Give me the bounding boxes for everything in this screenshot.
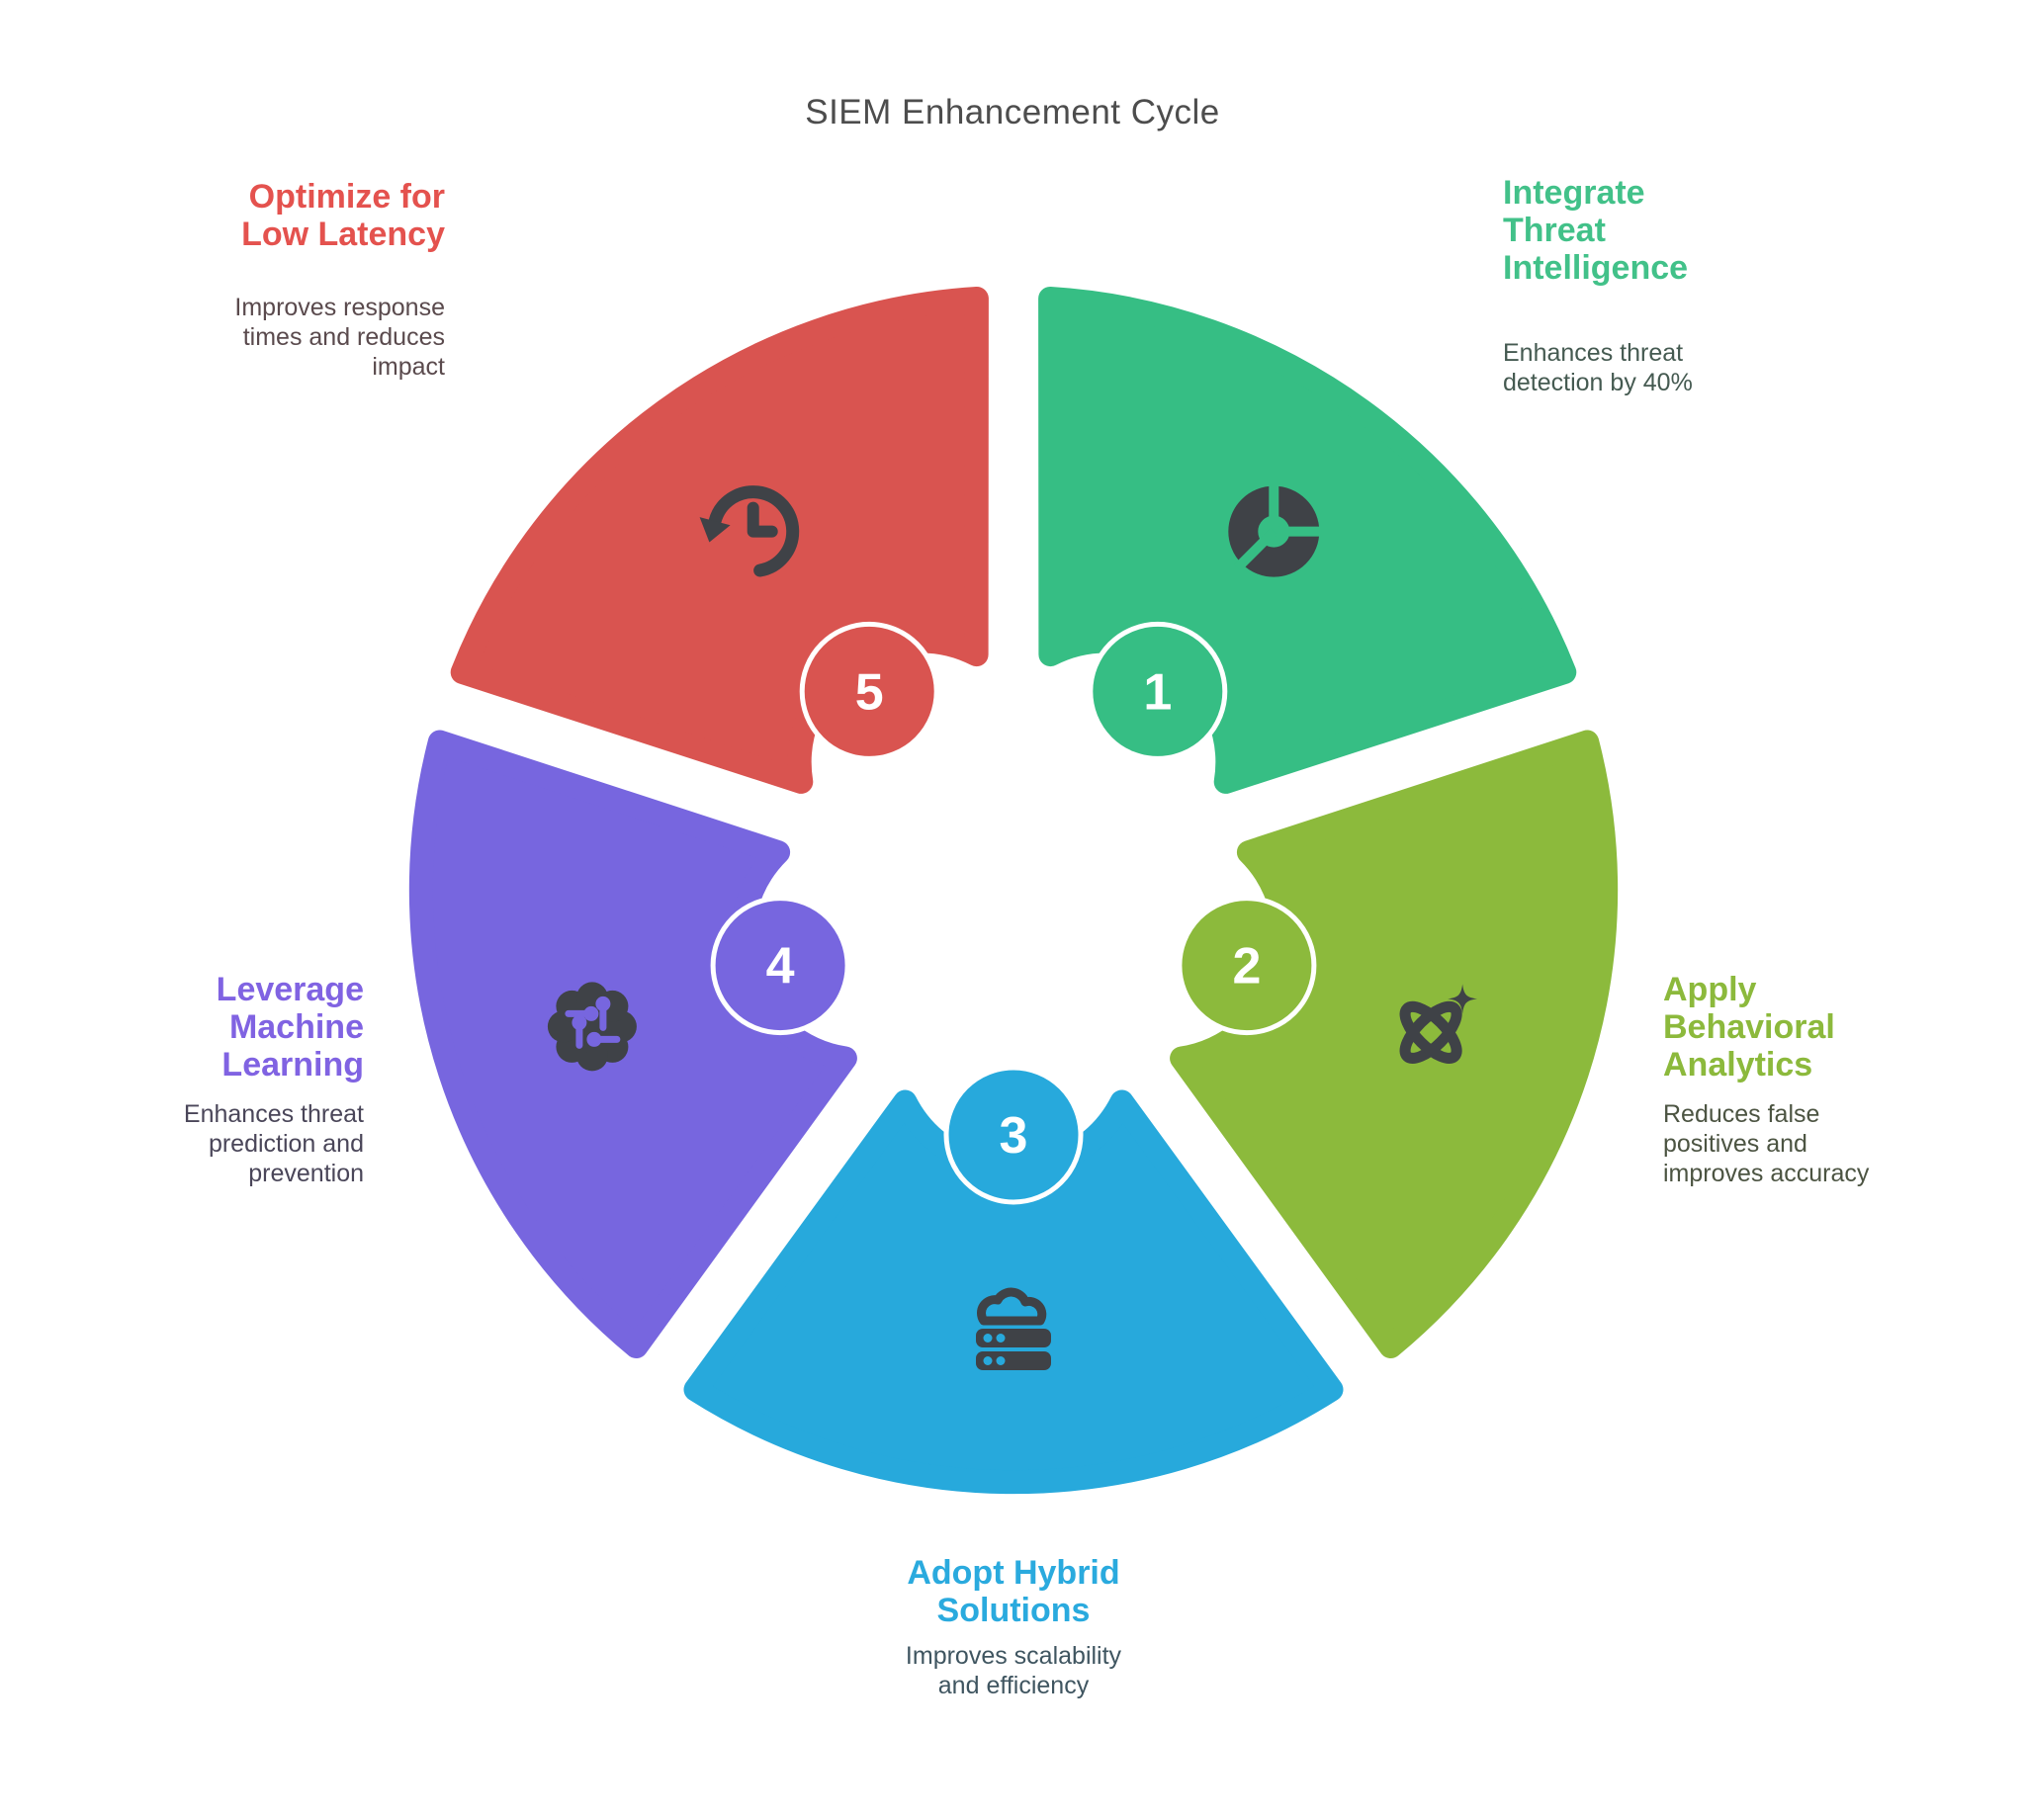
- segment-5-description: Improves response times and reduces impa…: [234, 294, 445, 381]
- history-clock-icon: [699, 485, 800, 577]
- donut-chart-icon: [1228, 479, 1326, 577]
- segment-5-number: 5: [855, 663, 884, 721]
- segment-5-number-badge: 5: [799, 621, 939, 761]
- segment-1-label-block: Integrate Threat Intelligence Enhances t…: [1503, 174, 1978, 397]
- segment-1-description: Enhances threat detection by 40%: [1503, 339, 1693, 396]
- segment-2-heading: Apply Behavioral Analytics: [1663, 971, 1835, 1083]
- segment-2-number-badge: 2: [1177, 896, 1317, 1036]
- segment-2-description: Reduces false positives and improves acc…: [1663, 1100, 1870, 1187]
- segment-2-label-block: Apply Behavioral Analytics Reduces false…: [1663, 971, 2025, 1188]
- orbit-sparkle-icon: [1399, 984, 1478, 1064]
- segment-1-number: 1: [1143, 663, 1172, 721]
- segment-2-number: 2: [1232, 938, 1261, 996]
- segment-3-number: 3: [1000, 1107, 1028, 1165]
- segment-3-label-block: Adopt Hybrid Solutions Improves scalabil…: [761, 1554, 1266, 1700]
- segment-4-description: Enhances threat prediction and preventio…: [183, 1100, 364, 1187]
- segment-5-label-block: Optimize for Low Latency Improves respon…: [0, 178, 445, 382]
- segment-3-heading: Adopt Hybrid Solutions: [907, 1554, 1120, 1629]
- segment-3-number-badge: 3: [943, 1065, 1084, 1205]
- brain-circuit-icon: [547, 982, 637, 1072]
- segment-3-description: Improves scalability and efficiency: [905, 1642, 1122, 1699]
- segment-4-heading: Leverage Machine Learning: [216, 971, 364, 1083]
- segment-4-number-badge: 4: [710, 896, 850, 1036]
- segment-1-heading: Integrate Threat Intelligence: [1503, 174, 1689, 287]
- segment-5-heading: Optimize for Low Latency: [241, 178, 445, 253]
- segment-4-number: 4: [766, 938, 795, 996]
- diagram-title: SIEM Enhancement Cycle: [805, 93, 1220, 131]
- segment-1-number-badge: 1: [1088, 621, 1228, 761]
- segment-4-label-block: Leverage Machine Learning Enhances threa…: [0, 971, 364, 1188]
- cloud-server-icon: [976, 1287, 1051, 1370]
